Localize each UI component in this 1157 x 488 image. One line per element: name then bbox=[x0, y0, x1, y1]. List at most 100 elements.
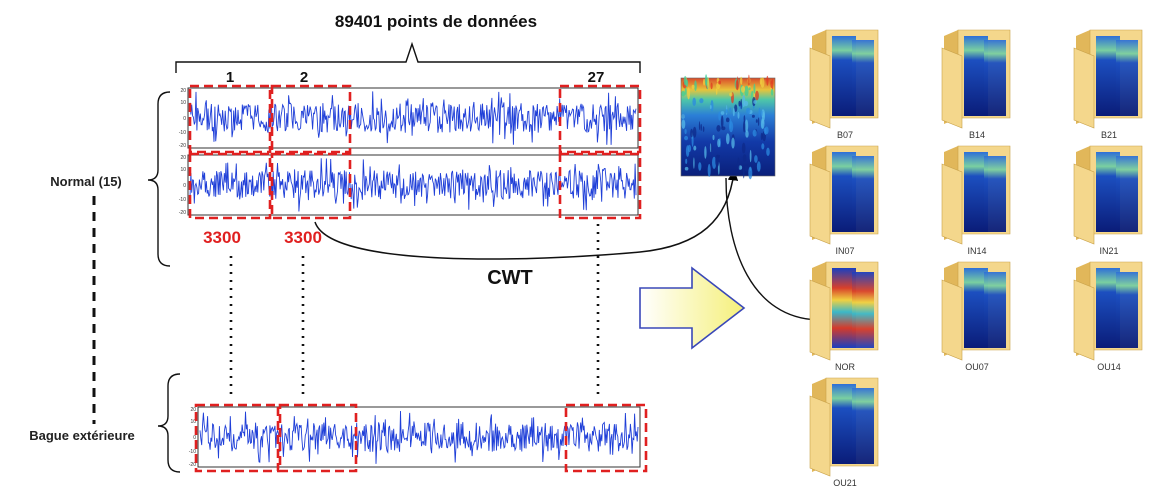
scalogram-blob bbox=[694, 80, 697, 91]
folder-label: B21 bbox=[1100, 130, 1117, 140]
scalogram-blob bbox=[745, 130, 749, 138]
scalogram-blob bbox=[757, 117, 760, 126]
scalogram-blob bbox=[681, 114, 685, 119]
scalogram-blob bbox=[681, 119, 686, 129]
scalogram-blob bbox=[692, 97, 696, 107]
scalogram-blob bbox=[748, 166, 753, 180]
scalogram-blob bbox=[718, 80, 721, 85]
scalogram-blob bbox=[763, 127, 767, 134]
scalogram-blob bbox=[685, 158, 688, 164]
svg-text:0: 0 bbox=[183, 183, 186, 189]
scalogram-blob bbox=[720, 115, 724, 129]
signal-trace bbox=[189, 91, 637, 145]
scalogram-blob bbox=[729, 107, 732, 112]
scalogram-blob bbox=[729, 92, 733, 97]
folder-icon-ou21[interactable] bbox=[809, 377, 879, 477]
scalogram-blob bbox=[753, 100, 757, 104]
signal-plot-outer-race bbox=[197, 406, 641, 468]
scalogram-blob bbox=[734, 104, 738, 112]
folder-icon-b07[interactable] bbox=[809, 29, 879, 129]
scalogram-blob bbox=[761, 143, 765, 150]
scalogram-blob bbox=[704, 74, 708, 86]
scalogram-blob bbox=[685, 79, 689, 87]
folder-label: IN21 bbox=[1099, 246, 1119, 256]
big-right-arrow bbox=[639, 266, 746, 350]
scalogram-blob bbox=[725, 117, 730, 123]
folder-icon-nor[interactable] bbox=[809, 261, 879, 361]
folder-label: OU14 bbox=[1097, 362, 1121, 372]
folder-icon-ou14[interactable] bbox=[1073, 261, 1143, 361]
scalogram-blob bbox=[770, 88, 774, 96]
segment-label-2: 2 bbox=[300, 69, 308, 86]
scalogram-blob bbox=[740, 76, 743, 85]
scalogram-blob bbox=[745, 119, 749, 132]
folder-icon-in21[interactable] bbox=[1073, 145, 1143, 245]
scalogram-blob bbox=[717, 138, 721, 148]
scalogram-blob bbox=[756, 161, 761, 172]
scalogram-blob bbox=[760, 132, 763, 141]
scalogram-blob bbox=[761, 110, 763, 117]
folder-icon-ou07[interactable] bbox=[941, 261, 1011, 361]
scalogram-blob bbox=[751, 90, 754, 99]
scalogram-blob bbox=[732, 107, 735, 117]
segment-label-1: 1 bbox=[226, 69, 234, 86]
scalogram-blob bbox=[699, 98, 704, 104]
svg-text:10: 10 bbox=[180, 100, 186, 106]
scalogram-blob bbox=[721, 126, 726, 131]
scalogram-blob bbox=[742, 166, 745, 179]
segment-guides bbox=[229, 224, 600, 400]
folder-label: NOR bbox=[835, 362, 855, 372]
signal-plot-normal-1 bbox=[187, 87, 639, 149]
scalogram-blob bbox=[702, 126, 705, 132]
scalogram-blob bbox=[703, 78, 706, 86]
segment-boxes bbox=[188, 84, 648, 473]
signal-plot-normal-2 bbox=[187, 154, 639, 216]
outer-group-label: Bague extérieure bbox=[29, 428, 135, 443]
folder-label: B14 bbox=[968, 130, 985, 140]
scalogram-blob bbox=[755, 119, 758, 123]
scalogram-blob bbox=[749, 149, 752, 163]
scalogram-blob bbox=[698, 121, 701, 131]
normal-group-brace bbox=[147, 91, 171, 267]
scalogram-blob bbox=[748, 74, 750, 88]
scalogram-blob bbox=[710, 142, 713, 153]
scalogram-blob bbox=[698, 162, 702, 171]
svg-text:10: 10 bbox=[190, 419, 196, 425]
svg-text:20: 20 bbox=[180, 88, 186, 94]
folder-icon-b14[interactable] bbox=[941, 29, 1011, 129]
scalogram-blob bbox=[735, 79, 739, 91]
scalogram-blob bbox=[743, 120, 746, 133]
scalogram-blob bbox=[684, 87, 687, 95]
segment-label-27: 27 bbox=[588, 69, 605, 86]
svg-text:10: 10 bbox=[180, 167, 186, 173]
scalogram-blob bbox=[729, 121, 734, 133]
signal-trace bbox=[189, 158, 637, 212]
scalogram-blob bbox=[726, 133, 730, 145]
svg-text:0: 0 bbox=[183, 116, 186, 122]
scalogram-blob bbox=[770, 80, 773, 89]
scalogram-blob bbox=[753, 83, 756, 94]
svg-text:-20: -20 bbox=[179, 210, 186, 216]
cwt-label: CWT bbox=[487, 267, 533, 289]
scalogram-blob bbox=[718, 111, 721, 121]
scalogram-blob bbox=[754, 155, 758, 163]
segment-size-2: 3300 bbox=[284, 228, 322, 247]
normal-group-label: Normal (15) bbox=[50, 174, 122, 189]
folder-label: IN07 bbox=[835, 246, 855, 256]
scalogram-blob bbox=[693, 145, 697, 151]
svg-text:-20: -20 bbox=[189, 462, 196, 468]
scalogram-blob bbox=[687, 87, 691, 100]
scalogram-blob bbox=[743, 115, 746, 123]
svg-text:-10: -10 bbox=[179, 197, 186, 203]
scalogram-blob bbox=[710, 82, 713, 90]
top-brace bbox=[175, 41, 641, 73]
folder-icon-in07[interactable] bbox=[809, 145, 879, 245]
svg-text:0: 0 bbox=[193, 435, 196, 441]
folder-icon-b21[interactable] bbox=[1073, 29, 1143, 129]
folder-icon-in14[interactable] bbox=[941, 145, 1011, 245]
scalogram-blob bbox=[709, 105, 712, 109]
folder-label: B07 bbox=[836, 130, 853, 140]
scalogram-blob bbox=[707, 77, 710, 89]
scalogram-blob bbox=[738, 100, 741, 107]
